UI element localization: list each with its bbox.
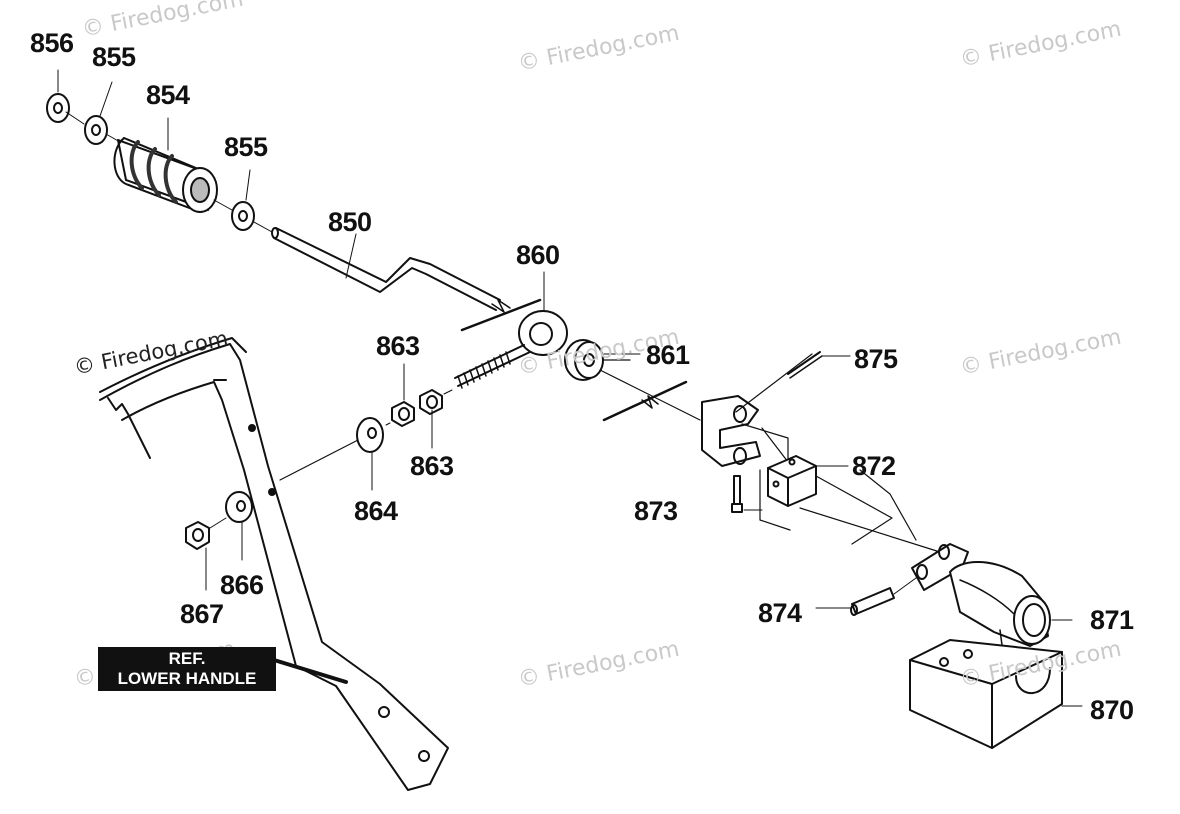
washer-861 (564, 339, 604, 381)
part-label-861: 861 (646, 340, 690, 370)
lower-handle (99, 337, 449, 791)
part-label-855: 855 (92, 42, 136, 72)
clevis-bracket (701, 395, 761, 467)
part-label-850: 850 (328, 207, 372, 237)
roller-854 (113, 137, 218, 213)
screw-873 (731, 475, 743, 513)
part-label-871: 871 (1090, 605, 1134, 635)
part-label-854: 854 (146, 80, 190, 110)
cotter-pin-875 (787, 351, 823, 379)
washer-855-top (84, 115, 108, 145)
part-label-863: 863 (376, 331, 420, 361)
actuator-871 (911, 543, 1051, 661)
part-label-870: 870 (1090, 695, 1134, 725)
reference-line-2: LOWER HANDLE (117, 669, 257, 688)
part-label-866: 866 (220, 570, 264, 600)
reference-label: REF. LOWER HANDLE (98, 647, 276, 691)
washer-864 (356, 417, 384, 453)
part-label-872: 872 (852, 451, 896, 481)
mount-870 (909, 639, 1063, 749)
part-label-867: 867 (180, 599, 224, 629)
control-rod-850 (271, 227, 542, 332)
part-label-875: 875 (854, 344, 898, 374)
part-label-855: 855 (224, 132, 268, 162)
part-label-864: 864 (354, 496, 398, 526)
block-872 (767, 455, 817, 507)
nut-863-a (391, 401, 415, 427)
eye-bolt-860 (454, 310, 568, 389)
washer-866 (225, 491, 253, 523)
nut-863-b (419, 389, 443, 415)
washer-856 (46, 93, 70, 123)
part-label-860: 860 (516, 240, 560, 270)
part-label-874: 874 (758, 598, 802, 628)
pin-874 (850, 587, 895, 616)
reference-line-1: REF. (168, 649, 206, 668)
part-label-863: 863 (410, 451, 454, 481)
washer-855-mid (231, 201, 255, 231)
nut-867 (185, 521, 210, 550)
part-label-873: 873 (634, 496, 678, 526)
part-label-856: 856 (30, 28, 74, 58)
